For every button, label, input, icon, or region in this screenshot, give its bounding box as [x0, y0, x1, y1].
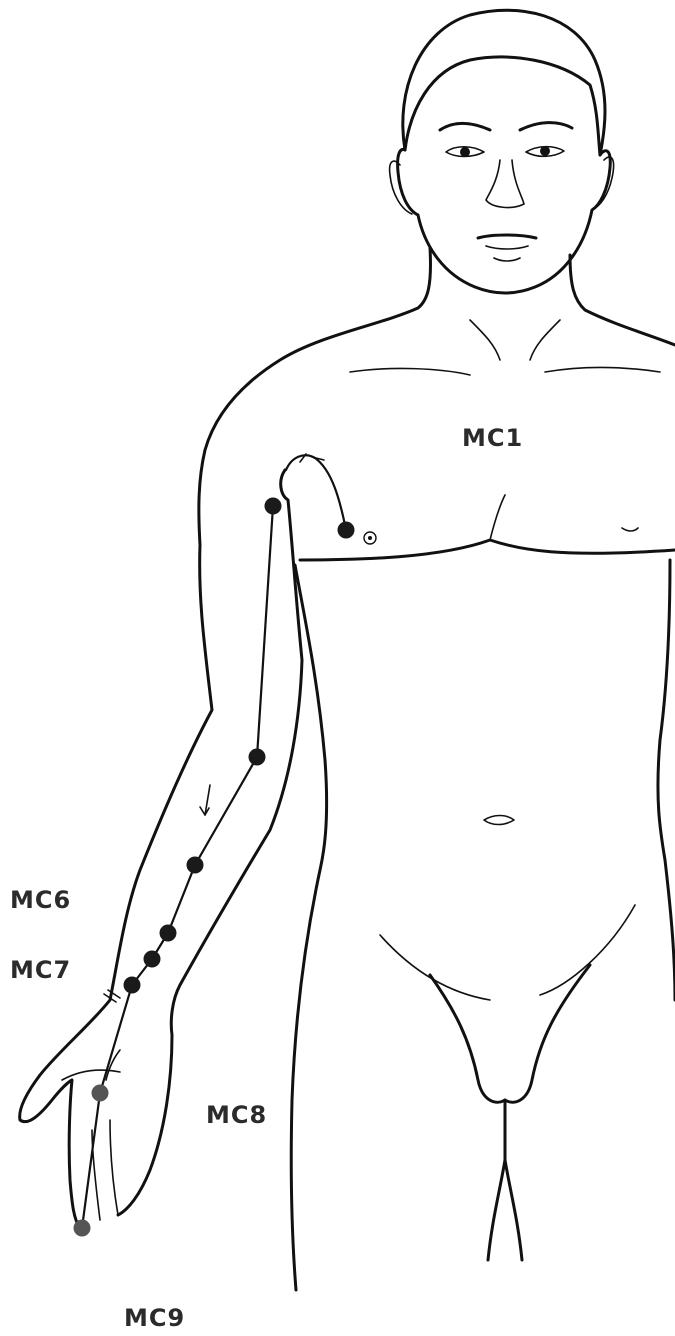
point-label-mc1: MC1 [462, 426, 523, 450]
point-mc3 [249, 749, 266, 766]
point-mc2 [265, 498, 282, 515]
point-label-mc7: MC7 [10, 958, 71, 982]
torso-outline [199, 248, 675, 1290]
point-mc9 [74, 1220, 91, 1237]
point-mc5 [160, 925, 177, 942]
point-label-mc8: MC8 [206, 1103, 267, 1127]
point-label-mc6: MC6 [10, 888, 71, 912]
point-mc8 [92, 1085, 109, 1102]
point-mc4 [187, 857, 204, 874]
point-label-mc9: MC9 [124, 1306, 185, 1330]
point-mc7 [124, 977, 141, 994]
point-mc1 [338, 522, 355, 539]
head [390, 10, 614, 293]
point-mc6 [144, 951, 161, 968]
